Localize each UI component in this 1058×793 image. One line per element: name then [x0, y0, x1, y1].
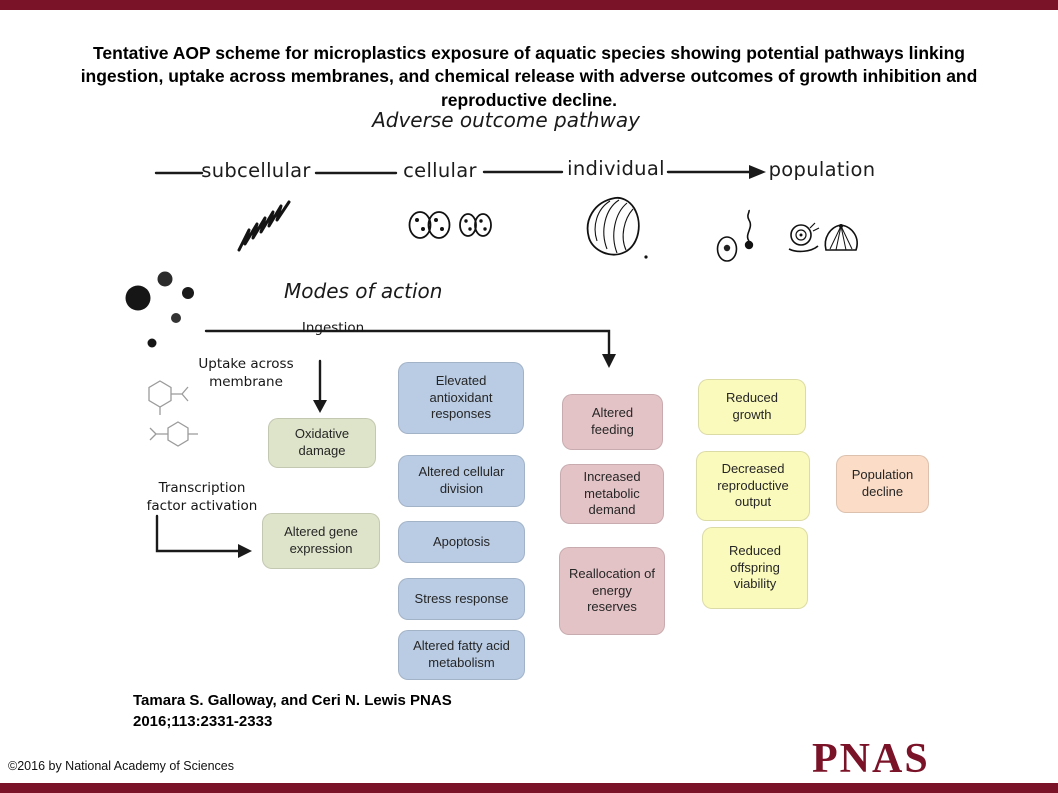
- box-oxidative-damage: Oxidative damage: [268, 418, 376, 468]
- egg-icon: [716, 236, 738, 262]
- sperm-icon: [744, 209, 754, 250]
- box-altered-feeding: Altered feeding: [562, 394, 663, 450]
- stage-label-cellular: cellular: [403, 159, 477, 182]
- modes-of-action-heading: Modes of action: [284, 279, 443, 303]
- box-increased-metabolic-demand: Increased metabolic demand: [560, 464, 664, 524]
- stage-label-individual: individual: [567, 157, 665, 180]
- cells-icon: [408, 211, 492, 239]
- figure-title: Tentative AOP scheme for microplastics e…: [80, 43, 978, 110]
- box-altered-fatty-acid-metabolism: Altered fatty acid metabolism: [398, 630, 525, 680]
- uptake-membrane-label: Uptake across membrane: [198, 356, 294, 390]
- box-reallocation-energy-reserves: Reallocation of energy reserves: [559, 547, 665, 635]
- mussel-icon: [586, 196, 648, 259]
- box-population-decline: Population decline: [836, 455, 929, 513]
- ingestion-label: Ingestion: [301, 320, 365, 336]
- box-stress-response: Stress response: [398, 578, 525, 620]
- citation: Tamara S. Galloway, and Ceri N. Lewis PN…: [133, 690, 553, 732]
- transcription-factor-label: Transcription factor activation: [146, 480, 258, 514]
- clam-icon: [824, 224, 858, 251]
- citation-authors: Tamara S. Galloway, and Ceri N. Lewis PN…: [133, 692, 452, 709]
- box-decreased-reproductive-output: Decreased reproductive output: [696, 451, 810, 521]
- box-altered-gene-expression: Altered gene expression: [262, 513, 380, 569]
- chemical-structure-icon: [148, 380, 198, 447]
- dna-icon: [237, 200, 291, 252]
- box-altered-cellular-division: Altered cellular division: [398, 455, 525, 507]
- top-accent-bar: [0, 0, 1058, 10]
- stage-label-subcellular: subcellular: [201, 159, 311, 182]
- pnas-logo: PNAS: [812, 736, 930, 782]
- aop-pathway-heading: Adverse outcome pathway: [372, 108, 640, 132]
- stage-label-population: population: [768, 158, 876, 181]
- box-reduced-growth: Reduced growth: [698, 379, 806, 435]
- box-apoptosis: Apoptosis: [398, 521, 525, 563]
- bottom-accent-bar: [0, 783, 1058, 793]
- box-reduced-offspring-viability: Reduced offspring viability: [702, 527, 808, 609]
- citation-reference: 2016;113:2331-2333: [133, 713, 273, 730]
- snail-icon: [788, 222, 820, 253]
- box-elevated-antioxidant-responses: Elevated antioxidant responses: [398, 362, 524, 434]
- microplastic-particles-icon: [125, 271, 194, 348]
- copyright-text: ©2016 by National Academy of Sciences: [8, 759, 235, 773]
